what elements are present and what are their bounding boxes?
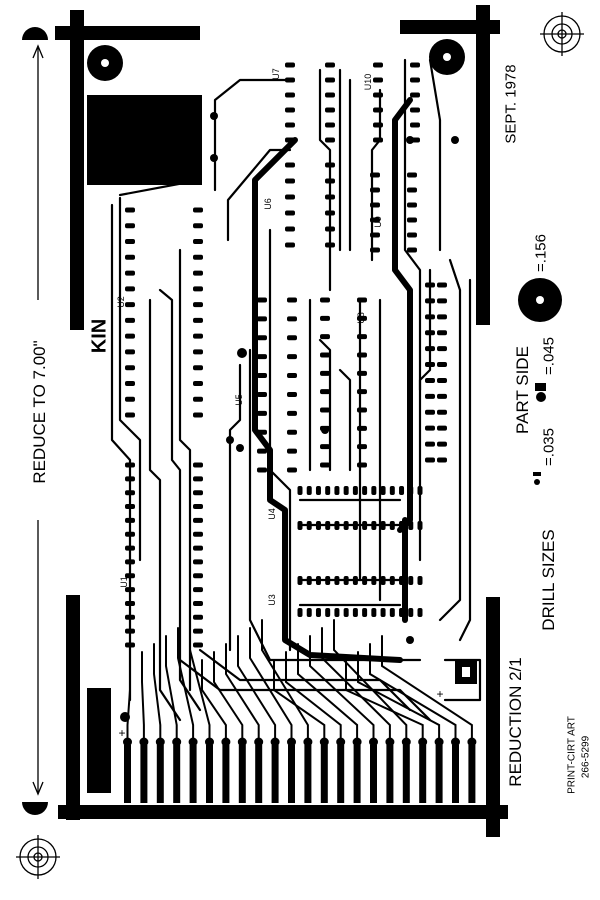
chip-label-u9: U9 [373,216,383,228]
power-traces [252,97,413,663]
registration-target-bottom-left [16,835,60,879]
edge-pad-block [87,688,111,793]
plus-mark-left: + [118,726,126,740]
chip-label-u8: U8 [356,312,366,324]
dimension-line [32,44,44,796]
vias [120,112,459,722]
drill-small-value: =.035 [540,428,558,466]
part-side-label: PART SIDE [513,346,532,434]
chip-label-u6: U6 [263,198,273,210]
ground-pad-block [87,95,202,185]
trace-network [110,58,482,722]
chip-label-u1: U1 [119,576,129,588]
dimension-tick-bottom [22,802,48,815]
corner-brackets [55,5,508,837]
chip-label-u7: U7 [271,68,281,80]
date-label: SEPT. 1978 [502,64,520,144]
fan-out-traces [126,619,473,741]
credit-line-1: PRINT-CIRT ART [566,716,578,794]
drill-sizes-label: DRILL SIZES [539,529,558,631]
reduction-label: REDUCTION 2/1 [506,657,525,787]
drill-large-value: =.156 [532,234,550,272]
chip-label-u5: U5 [234,394,244,406]
credit-line-2: 266-5299 [580,735,592,779]
edge-connector [123,737,477,803]
registration-target-top-right [540,12,584,56]
reduce-to-label: REDUCE TO 7.00" [30,340,49,484]
drill-medium-value: =.045 [540,337,558,375]
board-mark: KIN [88,318,111,354]
chip-label-u3: U3 [267,594,277,606]
chip-label-u2: U2 [116,296,126,308]
ic-footprints [125,62,447,648]
mounting-hole-right [429,39,465,75]
chip-label-u4: U4 [267,508,277,520]
plus-mark-right: + [436,687,444,701]
chip-label-u10: U10 [363,73,373,91]
drill-size-legend [518,278,562,485]
mounting-hole-left [87,45,123,81]
dimension-tick-top [22,27,48,40]
